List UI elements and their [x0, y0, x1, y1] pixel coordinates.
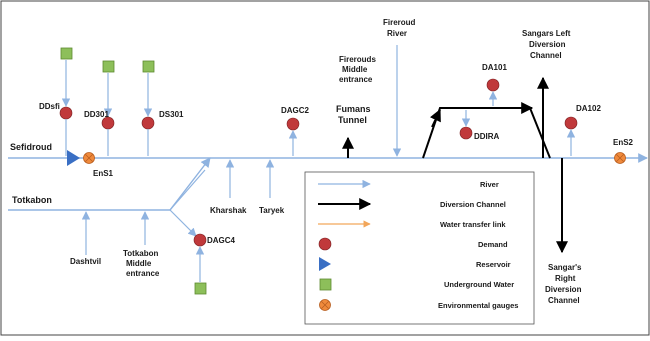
- ds301-demand-circle: [141, 116, 155, 130]
- legend-demand-circle: [318, 237, 332, 251]
- ddsfi-demand-circle: [59, 106, 73, 120]
- legend-groundwater-label: Underground Water: [444, 280, 514, 289]
- sefidroud-label: Sefidroud: [10, 142, 52, 152]
- dagc4-groundwater-square: [194, 282, 207, 295]
- sangars-left-label-1: Sangars Left: [522, 29, 571, 38]
- legend: River Diversion Channel Water transfer l…: [304, 171, 535, 325]
- ds301-label: DS301: [159, 110, 184, 119]
- legend-river-label: River: [480, 180, 499, 189]
- ddsfi-label: DDsfi: [39, 102, 60, 111]
- fireroud-river-label-1: Fireroud: [383, 18, 416, 27]
- dagc4-label: DAGC4: [207, 236, 236, 245]
- fireroud-river-label-2: River: [387, 29, 407, 38]
- ens2-gauge-cross-b: [615, 153, 625, 163]
- sangars-left-label-2: Diversion: [529, 40, 566, 49]
- kharshak-label: Kharshak: [210, 206, 247, 215]
- taryek-label: Taryek: [259, 206, 285, 215]
- legend-gauge-label: Environmental gauges: [438, 301, 518, 310]
- legend-box: [304, 171, 535, 325]
- diversion-loop-arrow-up: [429, 108, 441, 128]
- firerouds-middle-label-3: entrance: [339, 75, 373, 84]
- da101-demand-circle: [486, 78, 500, 92]
- totkabon-middle-label-3: entrance: [126, 269, 160, 278]
- dashtvil-label: Dashtvil: [70, 257, 101, 266]
- firerouds-middle-label-1: Firerouds: [339, 55, 376, 64]
- ddira-label: DDIRA: [474, 132, 500, 141]
- legend-reservoir-triangle: [319, 257, 331, 271]
- legend-demand-label: Demand: [478, 240, 508, 249]
- sangars-right-label-2: Right: [555, 274, 576, 283]
- legend-gauge-cross-b: [320, 300, 330, 310]
- dagc4-demand-circle: [193, 233, 207, 247]
- ddira-demand-circle: [459, 126, 473, 140]
- dagc2-demand-circle: [286, 117, 300, 131]
- fumans-tunnel-label-2: Tunnel: [338, 115, 367, 125]
- da102-demand-circle: [564, 116, 578, 130]
- ens2-label: EnS2: [613, 138, 634, 147]
- reservoir-triangle: [67, 150, 80, 166]
- dd301-groundwater-square: [102, 60, 115, 73]
- ens1-label: EnS1: [93, 169, 114, 178]
- totkabon-label: Totkabon: [12, 195, 52, 205]
- legend-groundwater-square: [319, 278, 332, 291]
- legend-reservoir-label: Reservoir: [476, 260, 511, 269]
- totkabon-to-dagc4-link: [169, 209, 197, 237]
- da101-label: DA101: [482, 63, 507, 72]
- firerouds-middle-label-2: Middle: [342, 65, 368, 74]
- totkabon-junction-link: [169, 169, 206, 211]
- dd301-label: DD301: [84, 110, 109, 119]
- sangars-right-label-1: Sangar's: [548, 263, 582, 272]
- fumans-tunnel-label-1: Fumans: [336, 104, 371, 114]
- sangars-right-label-3: Diversion: [545, 285, 582, 294]
- ds301-groundwater-square: [142, 60, 155, 73]
- da102-label: DA102: [576, 104, 601, 113]
- dagc2-label: DAGC2: [281, 106, 310, 115]
- legend-transfer-label: Water transfer link: [440, 220, 506, 229]
- sangars-left-label-3: Channel: [530, 51, 562, 60]
- legend-diversion-label: Diversion Channel: [440, 200, 506, 209]
- ens1-gauge-cross-b: [84, 153, 94, 163]
- sangars-right-label-4: Channel: [548, 296, 580, 305]
- totkabon-middle-label-2: Middle: [126, 259, 152, 268]
- ddsfi-groundwater-square: [60, 47, 73, 60]
- diversion-loop-channel: [422, 107, 551, 159]
- totkabon-middle-label-1: Totkabon: [123, 249, 159, 258]
